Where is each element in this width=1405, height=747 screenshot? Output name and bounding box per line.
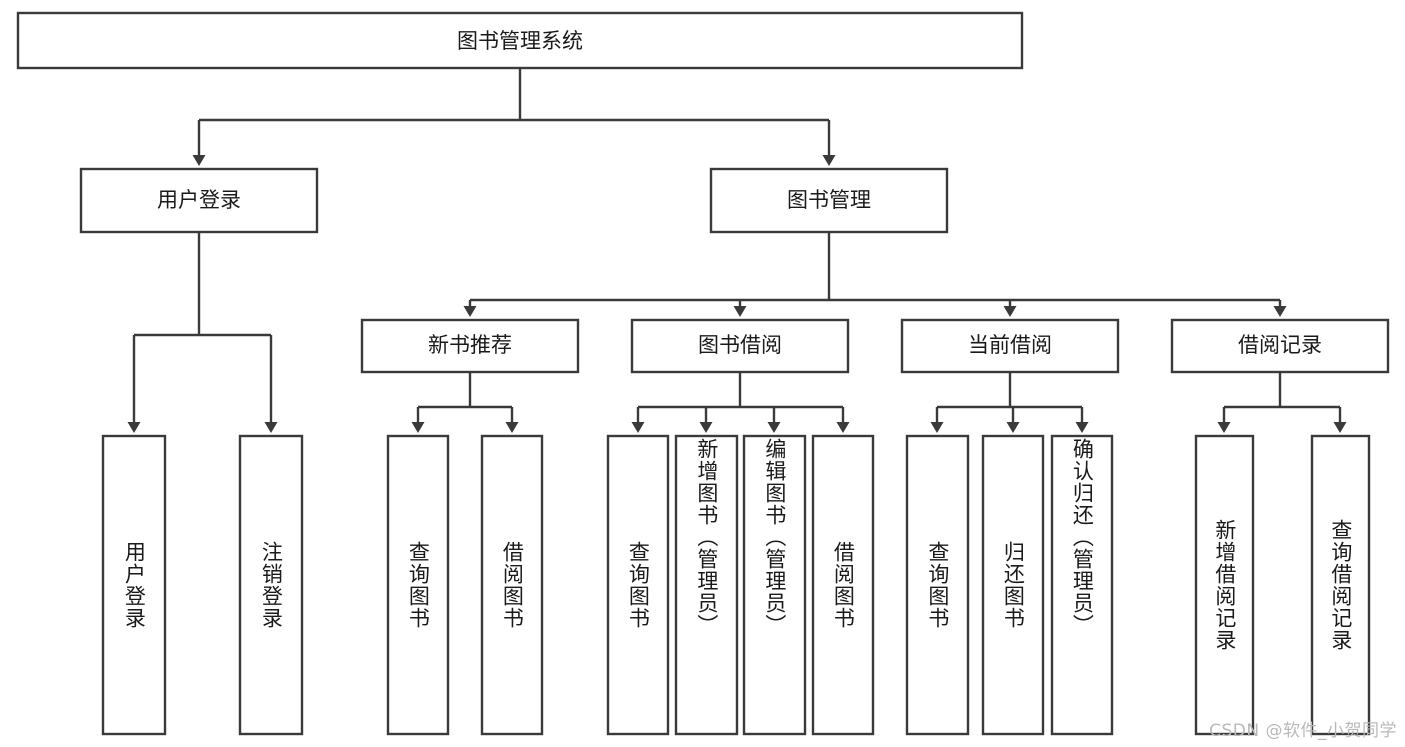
leaf-box-query-book-1[interactable]: [386, 434, 450, 736]
new-book-recommend-box: [360, 318, 580, 374]
node-user-login[interactable]: 用户登录: [79, 167, 319, 234]
node-new-book-recommend[interactable]: 新书推荐: [360, 318, 580, 374]
leaf-box-edit-book[interactable]: [742, 434, 807, 736]
leaf-box-borrow-book-1[interactable]: [480, 434, 544, 736]
leaf-box-user-logout[interactable]: [238, 434, 304, 736]
node-book-borrow[interactable]: 图书借阅: [630, 318, 850, 374]
csdn-watermark: CSDN @软件_小贺同学: [1209, 721, 1397, 741]
leaf-box-user-login[interactable]: [101, 434, 167, 736]
connector-borrow-record-to-leaves: [1217, 372, 1347, 433]
book-manage-label: 图书管理: [787, 188, 871, 212]
connector-current-borrow-to-leaves: [930, 372, 1089, 433]
node-borrow-record[interactable]: 借阅记录: [1170, 318, 1390, 374]
node-current-borrow[interactable]: 当前借阅: [900, 318, 1120, 374]
leaf-box-add-record[interactable]: [1194, 434, 1255, 736]
leaf-box-query-record[interactable]: [1310, 434, 1371, 736]
root-label: 图书管理系统: [457, 29, 583, 53]
node-book-manage[interactable]: 图书管理: [709, 167, 949, 234]
current-borrow-label: 当前借阅: [968, 333, 1052, 357]
leaf-box-return-book[interactable]: [981, 434, 1045, 736]
book-borrow-label: 图书借阅: [698, 333, 782, 357]
user-login-box: [79, 167, 319, 234]
connector-book-manage-to-level3: [463, 232, 1287, 317]
current-borrow-box: [900, 318, 1120, 374]
connector-root-to-level2: [192, 68, 836, 166]
leaf-box-query-book-3[interactable]: [905, 434, 970, 736]
connector-book-borrow-to-leaves: [631, 372, 850, 433]
root-box: [16, 11, 1024, 70]
leaf-box-add-book[interactable]: [674, 434, 739, 736]
leaf-box-query-book-2[interactable]: [606, 434, 670, 736]
connector-new-book-recommend-to-leaves: [411, 372, 519, 433]
node-root[interactable]: 图书管理系统: [16, 11, 1024, 70]
leaf-box-confirm-return[interactable]: [1050, 434, 1114, 736]
user-login-label: 用户登录: [157, 188, 241, 212]
new-book-recommend-label: 新书推荐: [428, 333, 512, 357]
connector-user-login-to-leaves: [127, 232, 278, 433]
leaf-box-borrow-book-2[interactable]: [811, 434, 875, 736]
borrow-record-label: 借阅记录: [1238, 333, 1322, 357]
